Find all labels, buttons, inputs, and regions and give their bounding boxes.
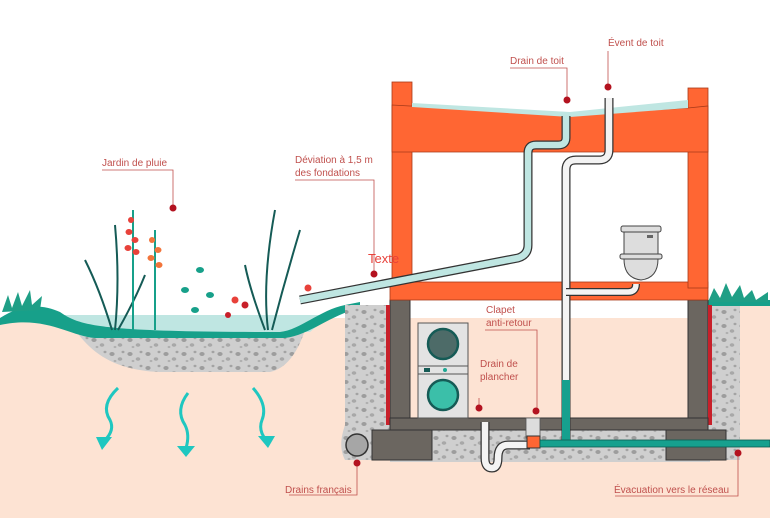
marker-deviation [370, 270, 378, 278]
house-floor [389, 281, 709, 301]
label-floor-drain-2: plancher [480, 372, 519, 383]
toilet [619, 225, 663, 281]
water-arrow-icon [103, 386, 120, 442]
label-sewer-outlet: Évacuation vers le réseau [614, 485, 730, 496]
marker-sewer-outlet [734, 449, 742, 457]
check-valve [526, 435, 541, 449]
rain-garden-water [60, 315, 330, 333]
basement-slab [389, 417, 709, 431]
foundation-gravel-right [705, 305, 750, 460]
marker-check-valve [532, 407, 540, 415]
label-placeholder-texte: Texte [368, 251, 400, 266]
roof-water [412, 100, 688, 117]
floor-drain-pipe-fill [481, 422, 530, 472]
ground-top-left [0, 300, 360, 318]
water-arrow-head-icon [177, 446, 195, 457]
flower-spikes [124, 210, 312, 330]
label-french-drains: Drains français [285, 485, 352, 496]
water-arrow-head-icon [258, 436, 275, 448]
grass-right [705, 300, 770, 306]
water-arrow-icon [251, 387, 268, 441]
rain-garden-gravel [75, 330, 305, 372]
label-deviation-1: Déviation à 1,5 m [295, 155, 373, 166]
label-deviation-2: des fondations [295, 168, 361, 179]
sewer-main-pipe [539, 439, 770, 448]
label-roof-vent: Évent de toit [608, 38, 664, 49]
roof-drain-pipe-fill [299, 116, 570, 304]
water-arrow-head-icon [96, 437, 112, 450]
toilet-branch-pipe-fill [566, 283, 639, 295]
grass-tuft-right [708, 283, 768, 302]
foundation-wall-right [687, 299, 709, 431]
grass-tuft-left [2, 290, 42, 312]
french-drain-pipe [345, 433, 369, 457]
water-arrow-icon [179, 392, 190, 449]
sewer-stack-lower [562, 380, 570, 440]
label-rain-garden: Jardin de pluie [102, 158, 168, 169]
check-valve-housing [525, 417, 541, 439]
marker-floor-drain [475, 404, 483, 412]
label-floor-drain-1: Drain de [480, 359, 518, 370]
label-check-valve-2: anti-retour [486, 318, 532, 329]
foundation-gravel [341, 305, 390, 460]
marker-roof-vent [604, 83, 612, 91]
rain-garden-plants [84, 209, 301, 331]
marker-roof-drain [563, 96, 571, 104]
marker-rain-garden [169, 204, 177, 212]
infiltration-arrows [103, 386, 268, 449]
washer-dryer [417, 322, 469, 419]
footing-left [371, 429, 433, 461]
waterproof-right [708, 305, 712, 425]
grass-line [0, 302, 360, 338]
leader-lines [102, 51, 739, 497]
roof-vent-pipe-fill [562, 98, 613, 440]
soil-right [740, 306, 770, 518]
marker-french-drains [353, 459, 361, 467]
label-roof-drain: Drain de toit [510, 56, 564, 67]
label-check-valve-1: Clapet [486, 305, 515, 316]
waterproof-left [386, 305, 390, 425]
foundation-wall-left [389, 299, 411, 431]
